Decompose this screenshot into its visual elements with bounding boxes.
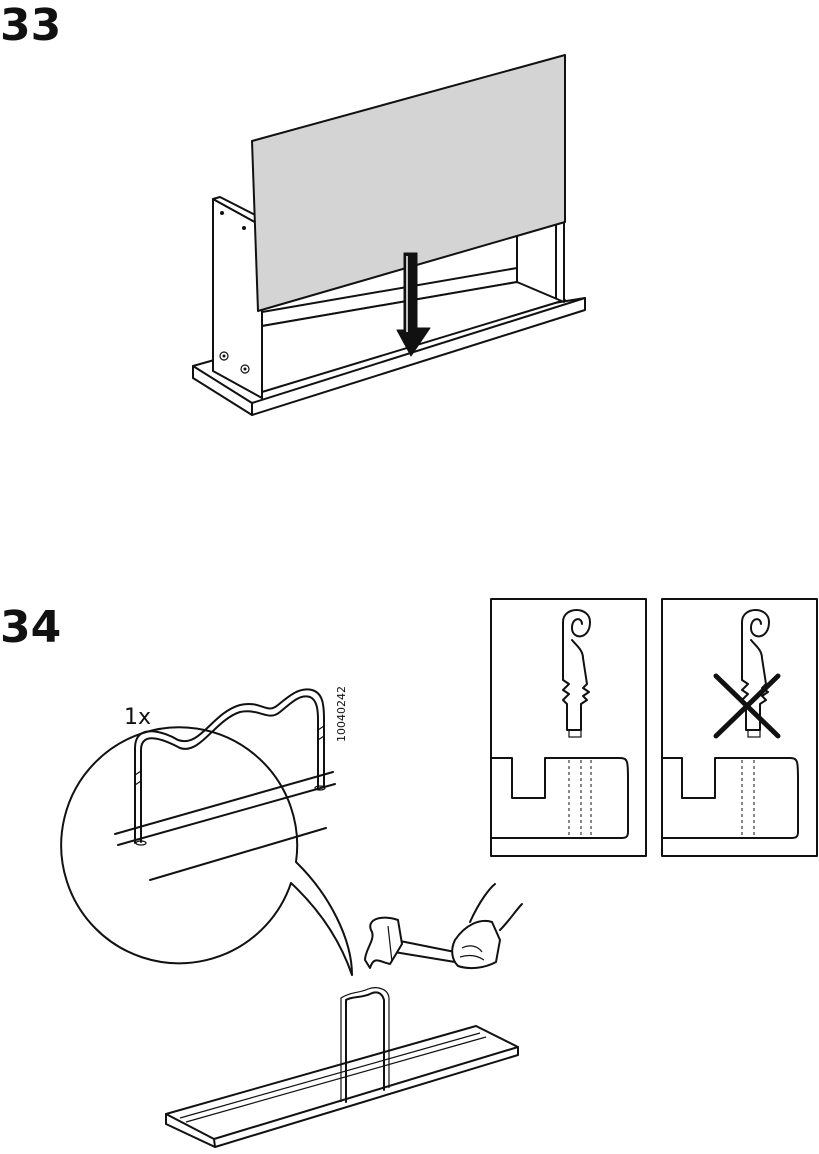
article-number: 10040242 xyxy=(335,686,348,742)
hammer-icon xyxy=(365,918,455,968)
detail-callout: 1x 10040242 xyxy=(61,686,352,975)
correct-depth-illustration xyxy=(491,599,646,856)
hand-icon xyxy=(452,884,522,968)
step-33-illustration xyxy=(193,55,585,415)
part-quantity: 1x xyxy=(124,705,151,730)
shelf-board xyxy=(166,988,518,1147)
step-34-illustration: 1x 10040242 xyxy=(61,599,817,1147)
wrong-depth-illustration xyxy=(662,599,817,856)
